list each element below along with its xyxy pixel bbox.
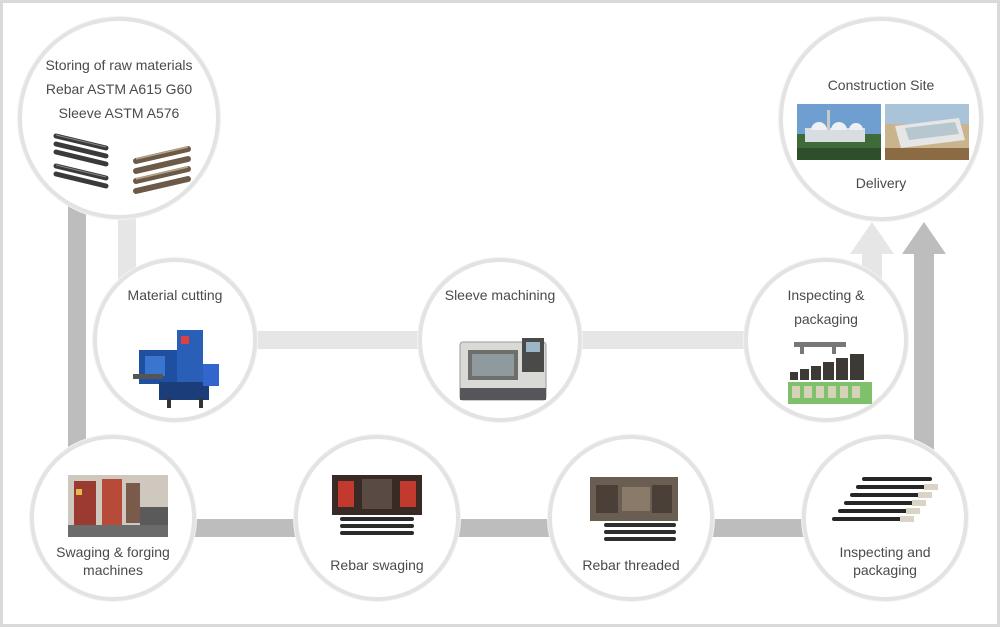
- connector-storing-to-cutting: [118, 205, 136, 285]
- threaded-rebars-icon: [832, 477, 938, 522]
- cnc-lathe-icon: [459, 338, 547, 401]
- node-inspecting-packaging-top: Inspecting & packaging: [744, 258, 908, 422]
- node-construction-site: Construction Site Delivery: [779, 17, 983, 221]
- caliper-and-sleeves-icon: [788, 342, 872, 404]
- storing-line-2: Rebar ASTM A615 G60: [45, 81, 193, 97]
- sleeve-bars-icon: [133, 146, 191, 194]
- node-material-cutting: Material cutting: [93, 258, 257, 422]
- arrow-up-light-icon: [850, 222, 894, 254]
- node-storing-raw-materials: Storing of raw materials Rebar ASTM A615…: [18, 17, 220, 219]
- connector-swaging-to-rebar: [190, 519, 298, 537]
- rebar-swaging-photo: [332, 475, 422, 535]
- swaging-machines-line-2: machines: [83, 562, 143, 578]
- forging-machine-icon: [68, 475, 168, 537]
- connector-rebar-to-threaded: [455, 519, 555, 537]
- rebar-threaded-label: Rebar threaded: [582, 557, 680, 573]
- construction-title: Construction Site: [827, 77, 935, 93]
- rebar-threading-photo: [590, 477, 678, 541]
- material-cutting-label: Material cutting: [127, 287, 223, 303]
- node-rebar-swaging: Rebar swaging: [294, 435, 460, 601]
- connector-sleeve-to-inspect: [580, 331, 745, 349]
- construction-subtitle: Delivery: [855, 175, 907, 191]
- power-plant-photo: [797, 104, 881, 160]
- inspect-bottom-line-1: Inspecting and: [839, 544, 931, 560]
- storing-line-3: Sleeve ASTM A576: [58, 105, 180, 121]
- swaging-machines-line-1: Swaging & forging: [56, 544, 170, 560]
- connector-left-vertical: [68, 200, 86, 460]
- node-rebar-threaded: Rebar threaded: [548, 435, 714, 601]
- node-sleeve-machining: Sleeve machining: [418, 258, 582, 422]
- arrow-up-dark-icon: [902, 222, 946, 254]
- inspect-bottom-line-2: packaging: [853, 562, 917, 578]
- dam-construction-photo: [885, 104, 969, 160]
- band-saw-machine-icon: [133, 330, 219, 408]
- inspect-top-line-2: packaging: [794, 311, 858, 327]
- connector-threaded-to-inspect: [708, 519, 806, 537]
- connector-right-vertical: [914, 252, 934, 452]
- connector-cutting-to-sleeve: [255, 331, 420, 349]
- sleeve-machining-label: Sleeve machining: [444, 287, 556, 303]
- node-inspecting-packaging-bottom: Inspecting and packaging: [802, 435, 968, 601]
- rebar-swaging-label: Rebar swaging: [330, 557, 424, 573]
- inspect-top-line-1: Inspecting &: [787, 287, 865, 303]
- storing-line-1: Storing of raw materials: [45, 57, 193, 73]
- node-swaging-forging-machines: Swaging & forging machines: [30, 435, 196, 601]
- rebar-bundle-icon: [53, 133, 109, 189]
